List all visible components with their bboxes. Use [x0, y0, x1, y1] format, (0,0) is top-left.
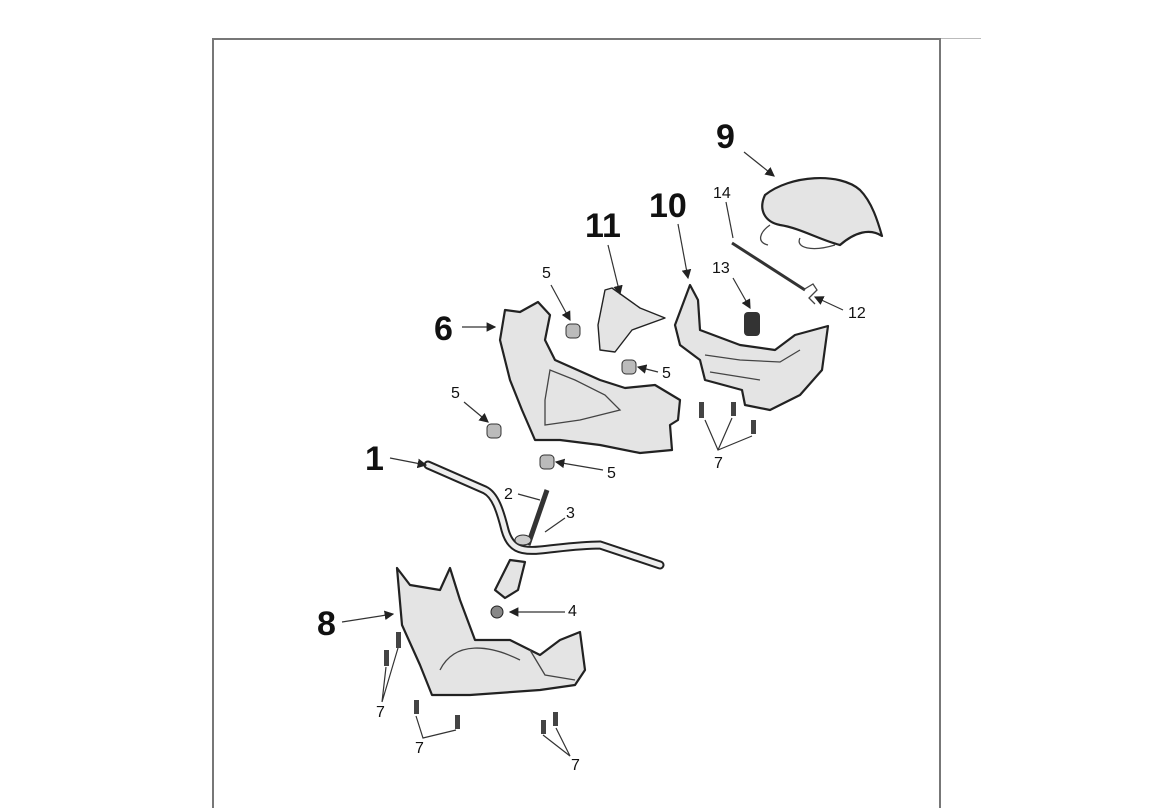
part-14-rod[interactable]: [731, 241, 806, 292]
callout-7: 7: [571, 757, 580, 774]
callout-5: 5: [542, 265, 551, 282]
callout-5: 5: [662, 365, 671, 382]
callout-7: 7: [376, 704, 385, 721]
callout-8: 8: [317, 605, 336, 643]
callout-5: 5: [451, 385, 460, 402]
part-7-screws[interactable]: [384, 402, 756, 734]
part-3-spacer[interactable]: [514, 534, 532, 546]
callout-7: 7: [415, 740, 424, 757]
part-12-clip[interactable]: [802, 283, 818, 305]
diagram-frame: [212, 38, 941, 808]
callout-2: 2: [504, 486, 513, 503]
part-9-upper-cover[interactable]: [760, 176, 884, 250]
callout-13: 13: [712, 260, 730, 277]
part-11-trim[interactable]: [597, 287, 666, 353]
callout-7: 7: [714, 455, 723, 472]
leader-lines: [341, 151, 844, 757]
part-13-spring[interactable]: [744, 312, 760, 336]
handlebar-stem: [493, 558, 527, 600]
part-5-clip[interactable]: [565, 323, 581, 339]
callout-9: 9: [716, 118, 735, 156]
part-5-clip[interactable]: [486, 423, 502, 439]
callout-4: 4: [568, 603, 577, 620]
callout-14: 14: [713, 185, 731, 202]
callout-labels: 9 14 10 11 13 12 5 6 5 5 1 5 2 3 8 4 7 7…: [317, 118, 866, 774]
callout-3: 3: [566, 505, 575, 522]
part-5-clip[interactable]: [621, 359, 637, 375]
part-4-nut[interactable]: [490, 605, 504, 619]
callout-5: 5: [607, 465, 616, 482]
part-10-instrument-panel[interactable]: [673, 283, 830, 412]
callout-6: 6: [434, 310, 453, 348]
part-2-bolt[interactable]: [525, 489, 550, 546]
part-6-front-cover[interactable]: [498, 300, 682, 455]
part-5-clip[interactable]: [539, 454, 555, 470]
frame-edge-line: [941, 38, 981, 39]
part-8-rear-cover[interactable]: [395, 566, 587, 697]
callout-12: 12: [848, 305, 866, 322]
callout-1: 1: [365, 440, 384, 478]
callout-11: 11: [585, 207, 621, 245]
callout-10: 10: [649, 187, 687, 225]
